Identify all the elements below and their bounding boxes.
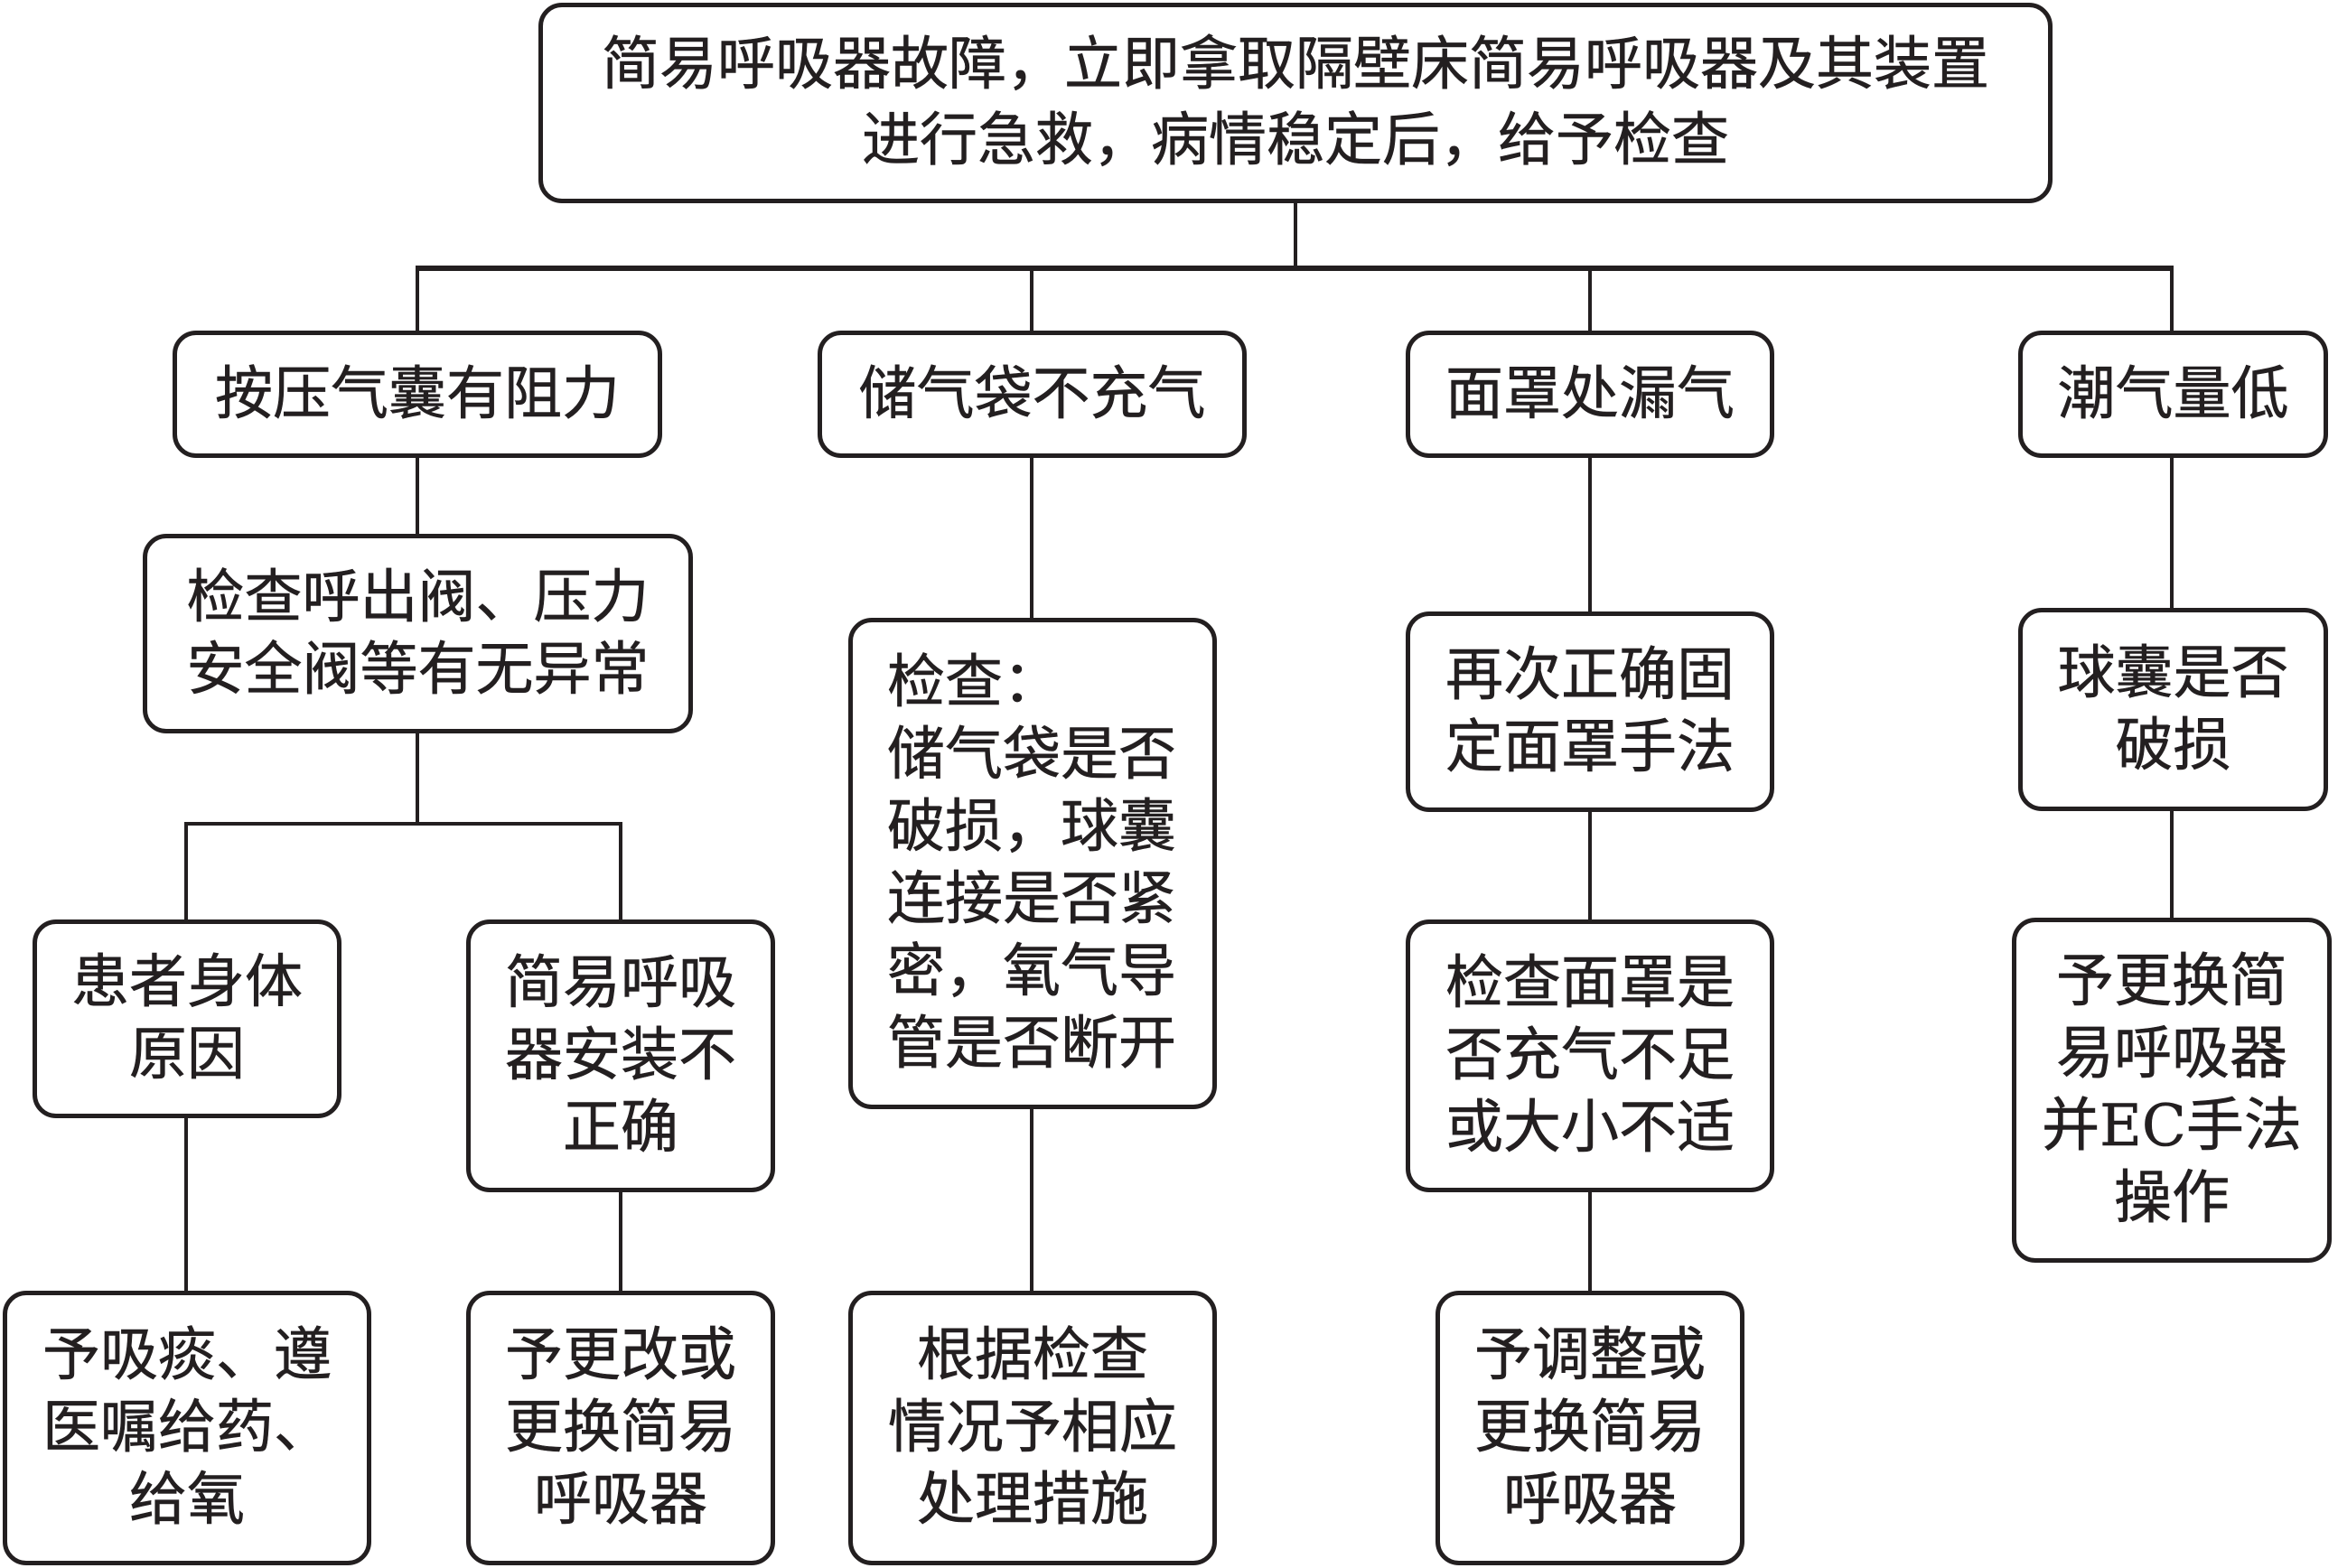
node-check-mask-inflation: 检查面罩是 否充气不足 或大小不适 [1406,919,1774,1192]
node-problem-low-tidal-volume: 潮气量低 [2018,331,2328,458]
node-text: 再次正确固 定面罩手法 [1445,642,1735,782]
node-text: 予更改或 更换简易 呼吸器 [505,1322,737,1535]
node-text: 予调整或 更换简易 呼吸器 [1474,1322,1707,1535]
node-cause-installation: 简易呼吸 器安装不 正确 [466,919,775,1192]
node-action-adjust-replace: 予调整或 更换简易 呼吸器 [1436,1291,1744,1565]
node-problem-bag-resistance: 按压气囊有阻力 [173,331,662,458]
node-text: 检查面罩是 否充气不足 或大小不适 [1445,950,1735,1162]
node-refix-mask: 再次正确固 定面罩手法 [1406,611,1774,812]
node-problem-reservoir-not-inflating: 储气袋不充气 [818,331,1247,458]
node-action-suction-medication: 予吸痰、遵 医嘱给药、 给氧 [3,1291,371,1565]
node-text: 面罩处漏气 [1445,360,1735,428]
node-action-replace-ec: 予更换简 易呼吸器 并EC手法 操作 [2012,918,2332,1263]
node-root: 简易呼吸器故障，立即拿取隔壁床简易呼吸器及其装置 进行急救，病情稳定后，给予检查 [538,3,2053,203]
node-text: 球囊是否 破损 [2057,639,2289,779]
node-text: 潮气量低 [2057,360,2289,428]
node-text: 根据检查 情况予相应 处理措施 [888,1322,1178,1535]
node-text: 储气袋不充气 [858,360,1206,428]
node-action-handle-by-check: 根据检查 情况予相应 处理措施 [848,1291,1217,1565]
node-text: 简易呼吸 器安装不 正确 [505,950,737,1162]
node-check-reservoir: 检查： 储气袋是否 破损，球囊 连接是否紧 密，氧气导 管是否断开 [848,618,1217,1109]
node-text: 患者身体 原因 [71,949,304,1089]
node-text: 检查呼出阀、压力 安全阀等有无异常 [186,564,650,704]
node-check-valves: 检查呼出阀、压力 安全阀等有无异常 [143,534,693,733]
node-problem-mask-leak: 面罩处漏气 [1406,331,1774,458]
node-text: 检查： 储气袋是否 破损，球囊 连接是否紧 密，氧气导 管是否断开 [887,649,1177,1078]
node-action-modify-replace: 予更改或 更换简易 呼吸器 [466,1291,775,1565]
node-text: 按压气囊有阻力 [215,360,621,428]
node-root-text: 简易呼吸器故障，立即拿取隔壁床简易呼吸器及其装置 进行急救，病情稳定后，给予检查 [602,32,1990,175]
node-text: 予更换简 易呼吸器 并EC手法 操作 [2042,948,2302,1233]
node-cause-patient: 患者身体 原因 [33,919,341,1118]
node-text: 予吸痰、遵 医嘱给药、 给氧 [42,1322,332,1535]
node-check-bag-damage: 球囊是否 破损 [2018,608,2328,811]
